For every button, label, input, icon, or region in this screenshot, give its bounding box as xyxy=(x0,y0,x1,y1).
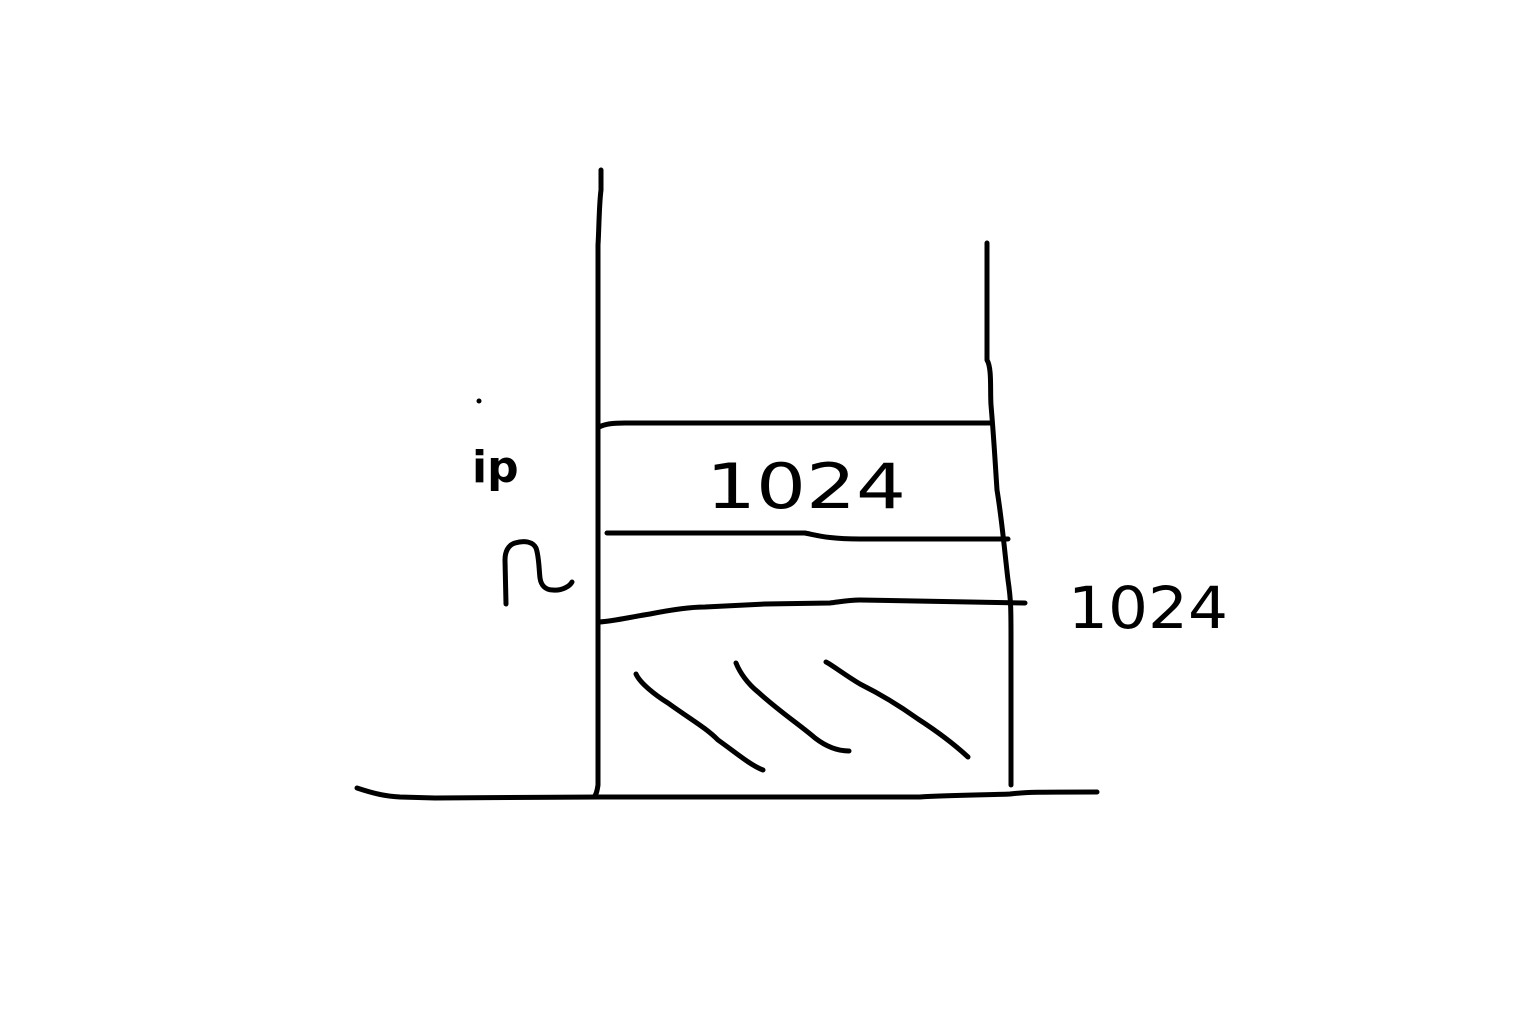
hatch-stroke-1 xyxy=(633,671,766,773)
ground-line xyxy=(354,785,1100,801)
dot-mark xyxy=(476,398,482,404)
inner-block-value: 1024 xyxy=(706,450,906,523)
left-label-n-glyph xyxy=(502,539,575,607)
stack-right-wall xyxy=(984,240,1014,788)
fill-top-line xyxy=(596,597,1028,625)
outer-block-value: 1024 xyxy=(1068,574,1228,642)
block-top-line xyxy=(596,420,993,430)
block-bottom-line xyxy=(604,530,1011,542)
stack-left-wall xyxy=(591,167,604,800)
left-label-top: ip xyxy=(472,442,519,493)
hatch-stroke-3 xyxy=(823,659,971,760)
hatch-stroke-2 xyxy=(733,660,852,754)
